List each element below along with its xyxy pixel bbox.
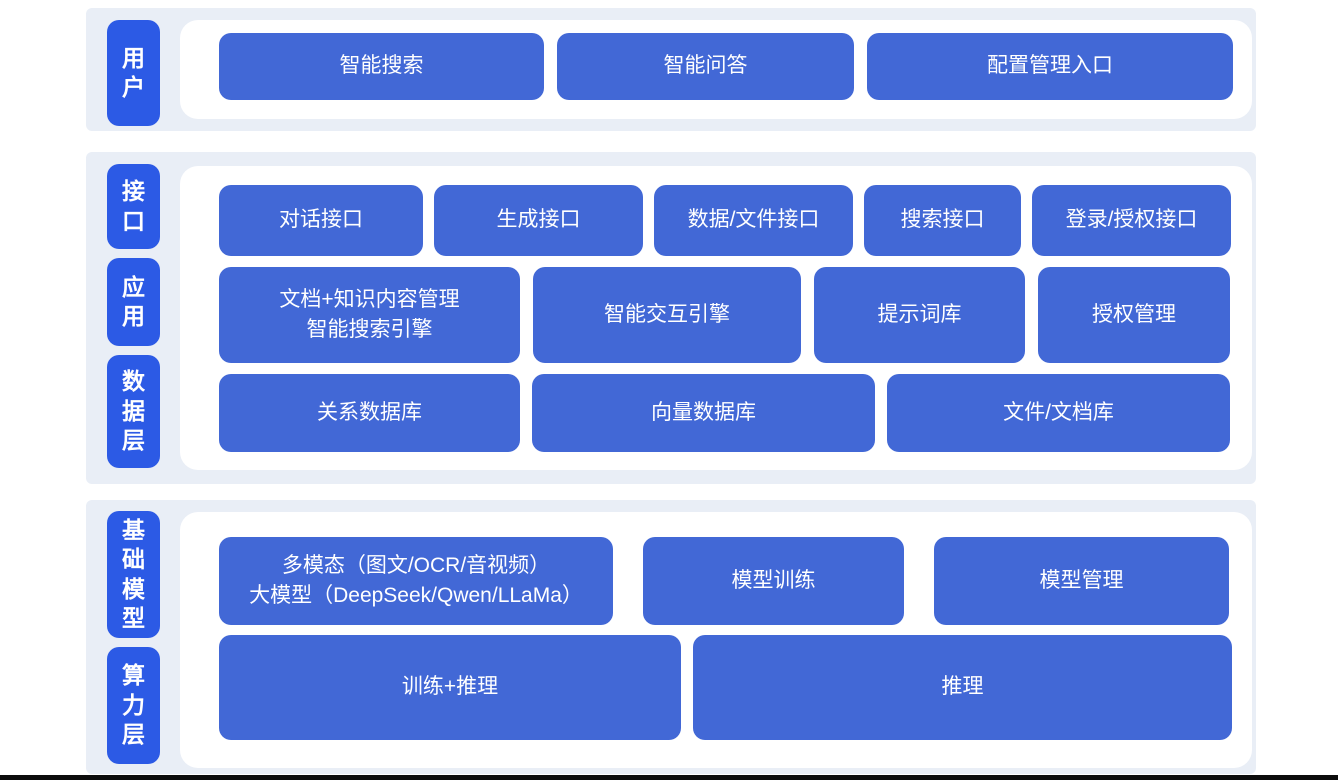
layer-label-foundation-model-text: 基础模型 — [122, 516, 145, 631]
box-smart-search: 智能搜索 — [219, 33, 544, 100]
foundation-model-row: 多模态（图文/OCR/音视频） 大模型（DeepSeek/Qwen/LLaMa）… — [219, 537, 1229, 625]
box-relational-db: 关系数据库 — [219, 374, 520, 452]
box-interaction-engine: 智能交互引擎 — [533, 267, 801, 363]
layer-label-user: 用户 — [107, 20, 160, 126]
application-row: 文档+知识内容管理 智能搜索引擎 智能交互引擎 提示词库 授权管理 — [219, 267, 1230, 363]
bottom-divider-bar — [0, 775, 1338, 780]
layer-label-foundation-model: 基础模型 — [107, 511, 160, 638]
layer-label-compute-text: 算力层 — [122, 662, 145, 748]
user-row: 智能搜索 智能问答 配置管理入口 — [219, 33, 1233, 100]
layer-label-application-text: 应用 — [122, 273, 145, 329]
layer-label-data-text: 数据层 — [122, 368, 145, 454]
box-multimodal-llm: 多模态（图文/OCR/音视频） 大模型（DeepSeek/Qwen/LLaMa） — [219, 537, 613, 625]
box-config-entry: 配置管理入口 — [867, 33, 1233, 100]
box-data-file-api: 数据/文件接口 — [654, 185, 853, 256]
box-model-training: 模型训练 — [643, 537, 904, 625]
compute-row: 训练+推理 推理 — [219, 635, 1232, 740]
box-training-inference: 训练+推理 — [219, 635, 681, 740]
box-auth-management: 授权管理 — [1038, 267, 1230, 363]
layer-label-compute: 算力层 — [107, 647, 160, 764]
layer-label-data: 数据层 — [107, 355, 160, 468]
box-prompt-library: 提示词库 — [814, 267, 1025, 363]
box-generation-api: 生成接口 — [434, 185, 643, 256]
box-file-doc-store: 文件/文档库 — [887, 374, 1230, 452]
box-login-auth-api: 登录/授权接口 — [1032, 185, 1231, 256]
box-model-management: 模型管理 — [934, 537, 1229, 625]
layer-label-interface-text: 接口 — [122, 178, 145, 234]
box-search-api: 搜索接口 — [864, 185, 1021, 256]
box-smart-qa: 智能问答 — [557, 33, 854, 100]
interface-row: 对话接口 生成接口 数据/文件接口 搜索接口 登录/授权接口 — [219, 185, 1231, 256]
box-inference: 推理 — [693, 635, 1232, 740]
box-vector-db: 向量数据库 — [532, 374, 875, 452]
layer-label-user-text: 用户 — [122, 44, 145, 100]
box-dialog-api: 对话接口 — [219, 185, 423, 256]
box-doc-knowledge-search-engine: 文档+知识内容管理 智能搜索引擎 — [219, 267, 520, 363]
layer-label-interface: 接口 — [107, 164, 160, 249]
layer-label-application: 应用 — [107, 258, 160, 346]
data-row: 关系数据库 向量数据库 文件/文档库 — [219, 374, 1230, 452]
